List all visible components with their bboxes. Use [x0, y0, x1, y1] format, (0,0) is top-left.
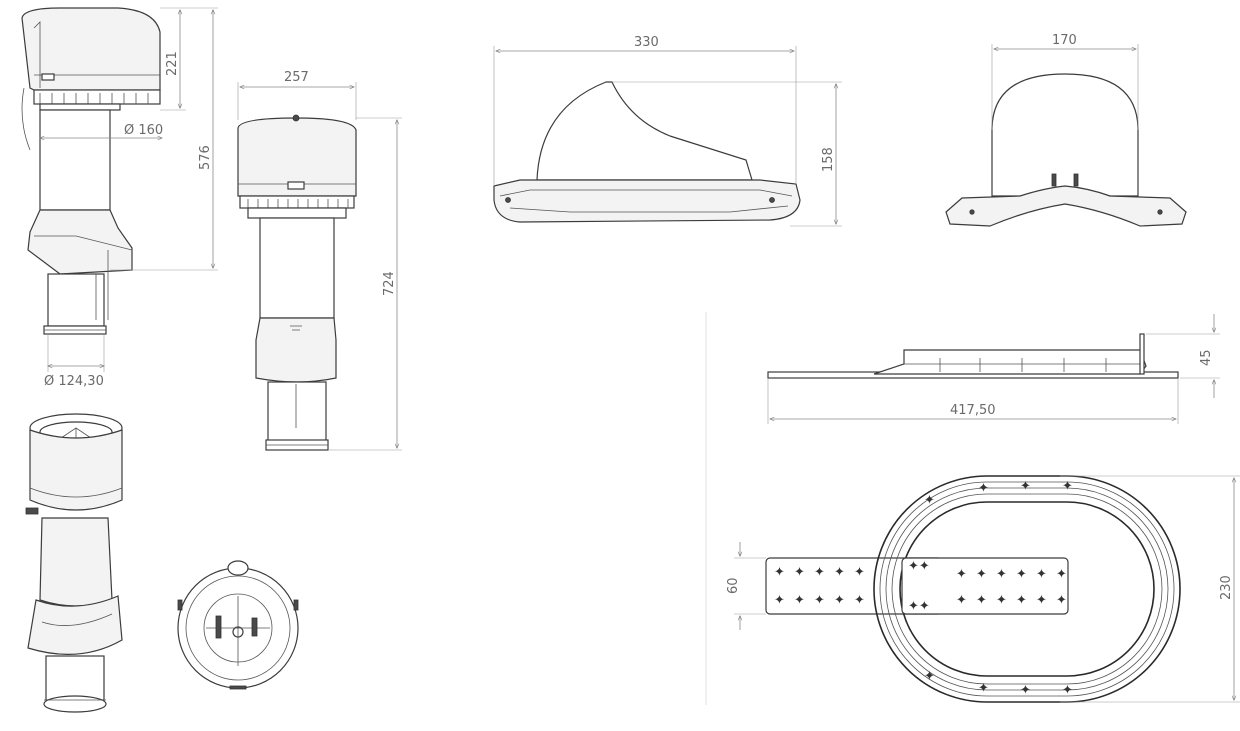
svg-text:✦: ✦ [774, 565, 785, 580]
svg-text:✦: ✦ [924, 669, 935, 684]
svg-text:✦✦: ✦✦ [908, 599, 930, 614]
base-plate-side-dimensions [767, 314, 1220, 424]
svg-text:✦: ✦ [794, 565, 805, 580]
svg-text:✦: ✦ [1020, 683, 1031, 698]
svg-text:✦: ✦ [834, 593, 845, 608]
dim-front-width: 257 [284, 70, 309, 85]
svg-text:✦: ✦ [774, 593, 785, 608]
side-view-drawing [21, 7, 161, 335]
svg-text:✦: ✦ [1020, 479, 1031, 494]
dim-side-total-height: 576 [198, 145, 213, 170]
svg-text:✦: ✦ [1016, 593, 1027, 608]
svg-text:✦: ✦ [976, 593, 987, 608]
dim-flashing-length: 330 [634, 35, 659, 50]
svg-text:✦: ✦ [1036, 593, 1047, 608]
svg-text:✦: ✦ [924, 493, 935, 508]
dim-flashing-width: 170 [1052, 33, 1077, 48]
svg-text:✦: ✦ [956, 567, 967, 582]
dim-flashing-height: 158 [821, 147, 836, 172]
svg-text:✦: ✦ [794, 593, 805, 608]
flashing-side-dimensions [493, 46, 842, 227]
front-view-drawing [237, 114, 357, 451]
svg-text:✦: ✦ [956, 593, 967, 608]
dim-front-total-height: 724 [382, 271, 397, 296]
base-plate-top-dimensions [705, 312, 1240, 705]
flashing-front-dimensions [991, 44, 1139, 130]
svg-text:✦: ✦ [978, 481, 989, 496]
dim-plate-tab-width: 60 [726, 577, 741, 594]
svg-text:✦: ✦ [1036, 567, 1047, 582]
svg-text:✦: ✦ [976, 567, 987, 582]
svg-text:✦: ✦ [834, 565, 845, 580]
svg-text:✦: ✦ [1062, 683, 1073, 698]
svg-text:✦✦: ✦✦ [908, 559, 930, 574]
bottom-round-view-drawing [177, 560, 299, 690]
svg-text:✦: ✦ [814, 593, 825, 608]
svg-text:✦: ✦ [854, 593, 865, 608]
base-plate-side-drawing [767, 333, 1179, 379]
svg-text:✦: ✦ [854, 565, 865, 580]
dim-side-cap-height: 221 [165, 51, 180, 76]
side-view-dimensions [40, 7, 218, 372]
svg-text:✦: ✦ [996, 593, 1007, 608]
flashing-front-drawing [945, 73, 1187, 227]
svg-text:✦: ✦ [1056, 593, 1067, 608]
dim-side-bottom-diameter: Ø 124,30 [44, 374, 104, 389]
dim-plate-length: 417,50 [950, 403, 996, 418]
dim-plate-height: 45 [1199, 349, 1214, 366]
flashing-side-drawing [493, 81, 801, 223]
svg-text:✦: ✦ [1016, 567, 1027, 582]
svg-text:✦: ✦ [1056, 567, 1067, 582]
svg-text:✦: ✦ [996, 567, 1007, 582]
isometric-view-drawing [25, 413, 123, 713]
dim-plate-oval-height: 230 [1219, 575, 1234, 600]
svg-text:✦: ✦ [814, 565, 825, 580]
svg-text:✦: ✦ [1062, 479, 1073, 494]
base-plate-top-drawing: ✦✦✦✦✦ ✦✦✦✦✦ ✦✦✦✦ ✦✦✦✦✦✦ ✦✦✦✦✦✦ ✦✦✦ ✦✦✦ ✦… [765, 475, 1181, 703]
svg-text:✦: ✦ [978, 681, 989, 696]
front-view-dimensions [237, 82, 402, 451]
dim-side-pipe-diameter: Ø 160 [124, 123, 163, 138]
